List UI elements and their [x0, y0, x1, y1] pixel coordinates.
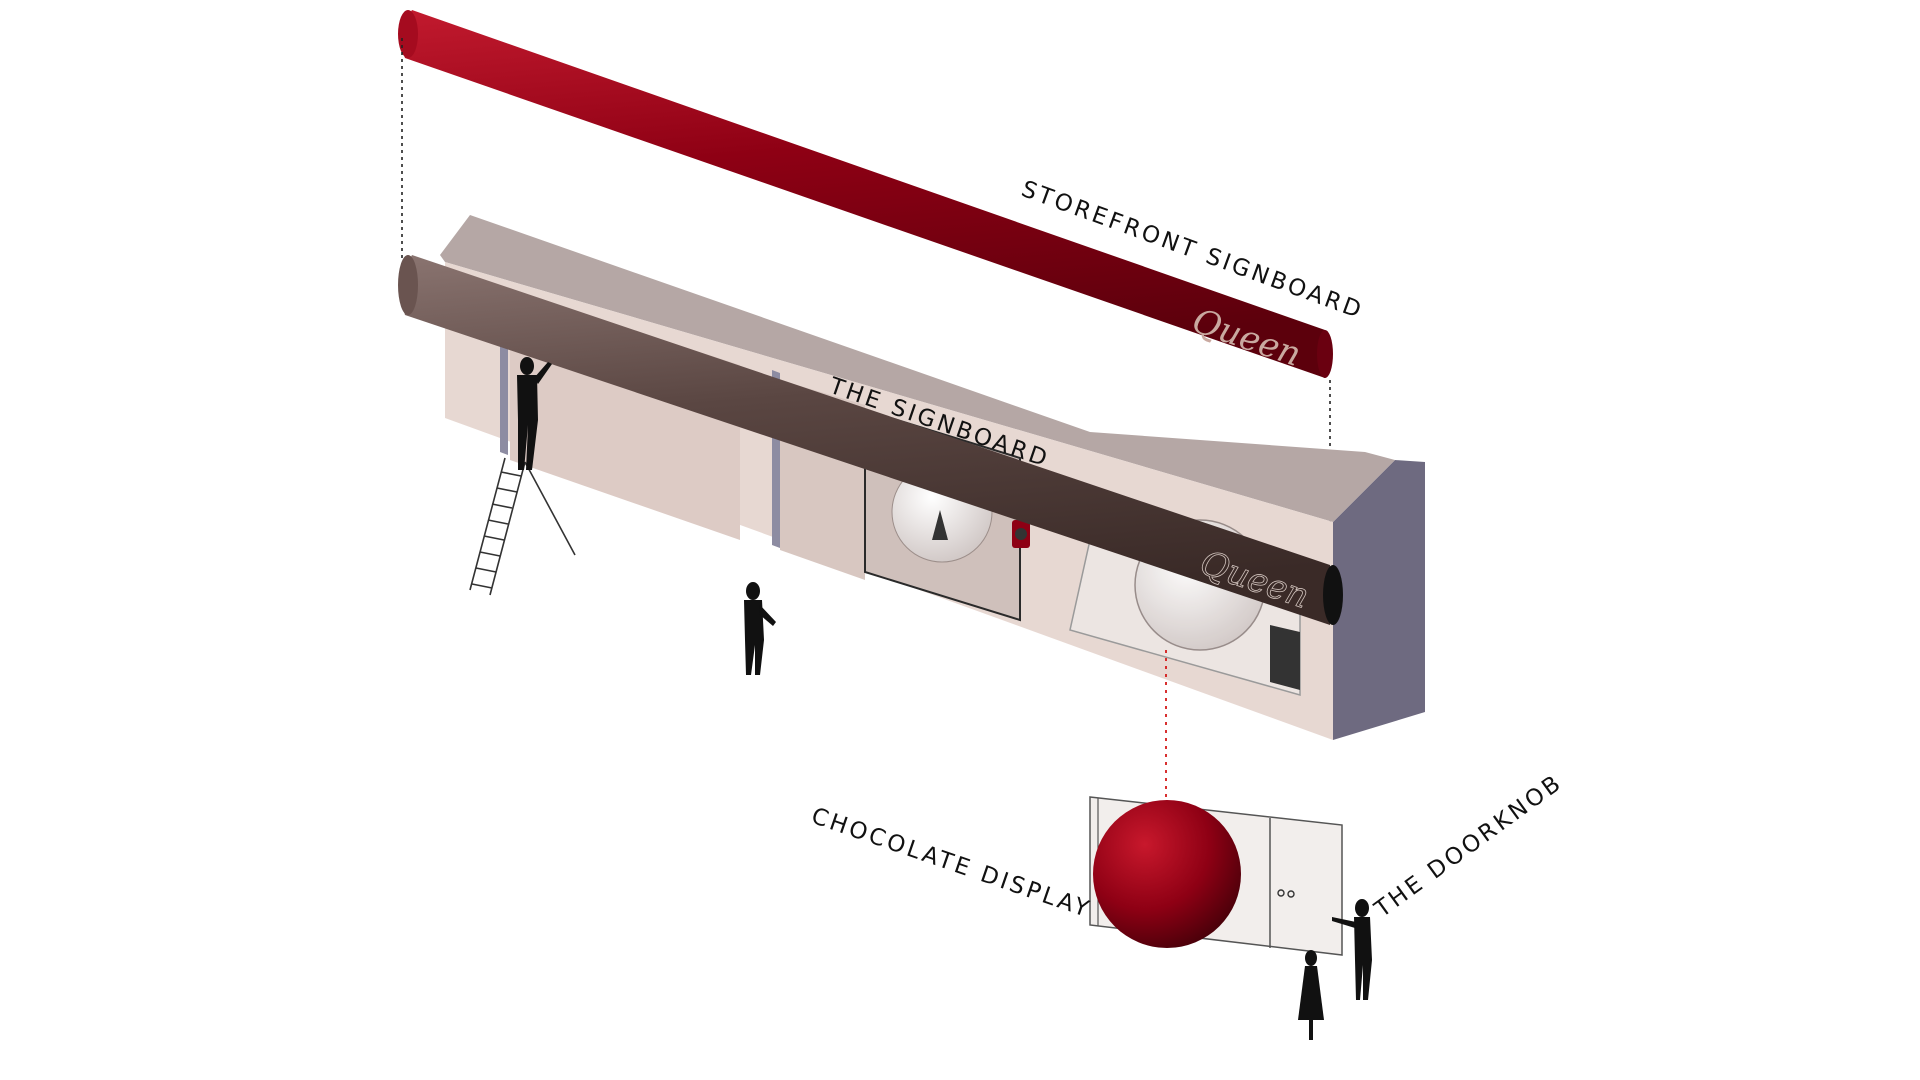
label-the-doorknob: THE DOORKNOB: [1369, 769, 1567, 923]
worker-figure-on-ladder: [517, 357, 552, 470]
red-signboard-cap-left: [398, 10, 418, 58]
doorknob-right: [1287, 890, 1295, 898]
chocolate-ball: [1093, 800, 1241, 948]
window-2-stand: [1270, 625, 1300, 690]
ladder: [469, 457, 576, 596]
building-roof: [440, 215, 1395, 522]
man-pointing-figure: [1332, 899, 1372, 1000]
intercom-speaker: [1015, 528, 1027, 540]
brown-signboard-cap-right: [1323, 565, 1343, 625]
window-1-figure-reflection: [932, 510, 948, 540]
label-chocolate-display: CHOCOLATE DISPLAY: [808, 803, 1095, 923]
brown-signboard-cap-left: [398, 255, 418, 315]
red-signboard-cap-right: [1317, 330, 1333, 378]
standing-person-figure: [744, 582, 776, 675]
building-side-wall: [1333, 460, 1425, 740]
doorknob-left: [1277, 889, 1285, 897]
woman-figure: [1298, 950, 1324, 1040]
chocolate-display-detail: [1089, 796, 1343, 956]
red-signboard-tube: [401, 10, 1326, 378]
brown-signboard-tube: [401, 255, 1331, 625]
